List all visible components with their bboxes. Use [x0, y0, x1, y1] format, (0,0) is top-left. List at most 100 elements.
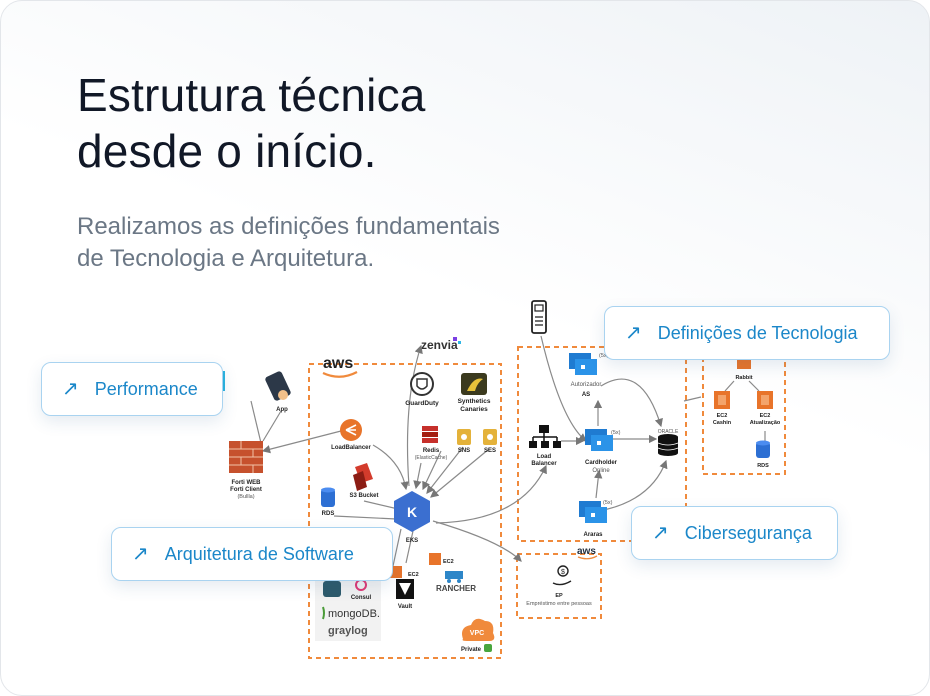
loadbalancer-icon — [340, 419, 362, 441]
aws-small-text: aws — [577, 546, 596, 557]
load-balancer-label-2: Balancer — [531, 461, 557, 467]
synthetics-label-1: Synthetics — [458, 398, 491, 405]
ec2-cashin-label-2: Cashin — [713, 420, 732, 426]
subtitle-line-2: de Tecnologia e Arquitetura. — [77, 245, 375, 272]
sns-label: SNS — [458, 448, 470, 454]
vault-icon — [396, 579, 414, 599]
loadbalancer-label: LoadBalancer — [331, 445, 371, 451]
guardduty-label: GuardDuty — [405, 400, 439, 407]
app-label: App — [276, 407, 288, 413]
arquitetura-software-label: Arquitetura de Software — [164, 543, 354, 564]
eks-icon: K — [394, 491, 430, 532]
redis-label-2: (ElasticCache) — [415, 455, 448, 461]
connectors — [250, 335, 766, 567]
autorizador-label-2: AS — [582, 392, 590, 398]
mongodb-leaf-icon — [322, 606, 325, 620]
ep-label-2: Empréstimo entre pessoas — [526, 601, 592, 607]
ciberseguranca-pill[interactable]: ↗ Cibersegurança — [631, 506, 838, 560]
oracle-database-icon — [657, 434, 679, 456]
s3-label: S3 Bucket — [349, 493, 378, 499]
rancher-icon — [445, 571, 463, 583]
rabbitmq-icon — [737, 359, 751, 369]
app-phone-icon — [265, 371, 291, 401]
title-line-1: Estrutura técnica — [77, 69, 426, 121]
cardholder-label-1: Cardholder — [585, 460, 618, 466]
ep-label-1: EP — [555, 593, 563, 599]
rabbit-label: Rabbit — [735, 375, 752, 381]
load-balancer-label-1: Load — [537, 454, 552, 460]
araras-servers-icon — [579, 501, 607, 523]
ec2-cashin-label-1: EC2 — [717, 413, 728, 419]
graylog-label: graylog — [328, 625, 368, 637]
rds-right-icon — [756, 440, 770, 458]
synthetics-label-2: Canaries — [460, 406, 488, 413]
redis-icon — [422, 426, 438, 443]
arrow-up-right-icon: ↗ — [132, 543, 149, 565]
forti-label-3: (Bullla) — [237, 494, 254, 500]
arrow-up-right-icon: ↗ — [62, 378, 79, 400]
ec2-icon — [757, 391, 773, 409]
vpc-label: VPC — [470, 630, 484, 637]
araras-count: (5x) — [603, 500, 613, 506]
eks-label: EKS — [406, 538, 418, 544]
vault-label: Vault — [398, 604, 412, 610]
private-label: Private — [461, 647, 482, 653]
forti-label-2: Forti Client — [230, 487, 262, 493]
oracle-label: ORACLE — [658, 429, 679, 435]
performance-label: Performance — [94, 378, 198, 399]
autorizador-label-1: Autorizador — [571, 382, 602, 388]
ec2-icon — [429, 553, 441, 565]
redis-label-1: Redis — [423, 448, 440, 454]
guardduty-icon — [410, 372, 434, 396]
subtitle-line-1: Realizamos as definições fundamentais — [77, 213, 500, 240]
svg-text:$: $ — [561, 569, 565, 576]
ec2-icon — [714, 391, 730, 409]
ses-label: SES — [484, 448, 496, 454]
page-subtitle: Realizamos as definições fundamentais de… — [77, 211, 637, 275]
title-line-2: desde o início. — [77, 125, 377, 177]
arquitetura-software-pill[interactable]: ↗ Arquitetura de Software — [111, 527, 393, 581]
money-hand-icon: $ — [552, 565, 572, 586]
rds-right-label: RDS — [757, 463, 769, 469]
network-hierarchy-icon — [529, 425, 561, 448]
rds-left-label: RDS — [322, 511, 335, 517]
ec2-icon — [390, 566, 402, 578]
cardholder-label-2: Online — [592, 468, 610, 474]
sns-icon — [457, 429, 471, 445]
ec2-label-b: EC2 — [443, 559, 454, 565]
cardholder-servers-icon — [585, 429, 613, 451]
synthetics-canaries-icon — [461, 373, 487, 395]
zenvia-text: zenvia — [421, 338, 458, 352]
svg-text:K: K — [407, 504, 417, 520]
ciberseguranca-label: Cibersegurança — [684, 522, 812, 543]
pos-terminal-icon — [531, 300, 547, 334]
aws-logo: aws — [322, 355, 358, 378]
ec2-atualizacao-label-1: EC2 — [760, 413, 771, 419]
arrow-up-right-icon: ↗ — [652, 522, 669, 544]
ec2-label-a: EC2 — [408, 572, 419, 578]
zenvia-logo: zenvia — [421, 337, 461, 352]
rds-left-icon — [321, 487, 335, 507]
ec2-atualizacao-label-2: Atualização — [750, 420, 781, 426]
rancher-label: RANCHER — [436, 584, 476, 593]
page-title: Estrutura técnica desde o início. — [77, 67, 597, 179]
aws-small-logo: aws — [577, 546, 598, 560]
firewall-icon — [229, 441, 263, 473]
s3-bucket-icon — [353, 463, 373, 491]
aws-logo-text: aws — [323, 355, 353, 372]
backend-container — [702, 353, 786, 475]
consul-label: Consul — [351, 595, 372, 601]
performance-pill[interactable]: ↗ Performance — [41, 362, 223, 416]
araras-label: Araras — [583, 532, 603, 538]
autorizador-servers-icon — [569, 353, 597, 375]
autorizador-count: (5x) — [599, 353, 609, 359]
ses-icon — [483, 429, 497, 445]
lock-icon — [484, 644, 492, 652]
definicoes-tecnologia-pill[interactable]: ↗ Definições de Tecnologia — [604, 306, 890, 360]
arrow-up-right-icon: ↗ — [625, 322, 642, 344]
forti-label-1: Forti WEB — [232, 480, 262, 486]
definicoes-tecnologia-label: Definições de Tecnologia — [657, 322, 858, 343]
terraform-icon — [323, 581, 341, 597]
